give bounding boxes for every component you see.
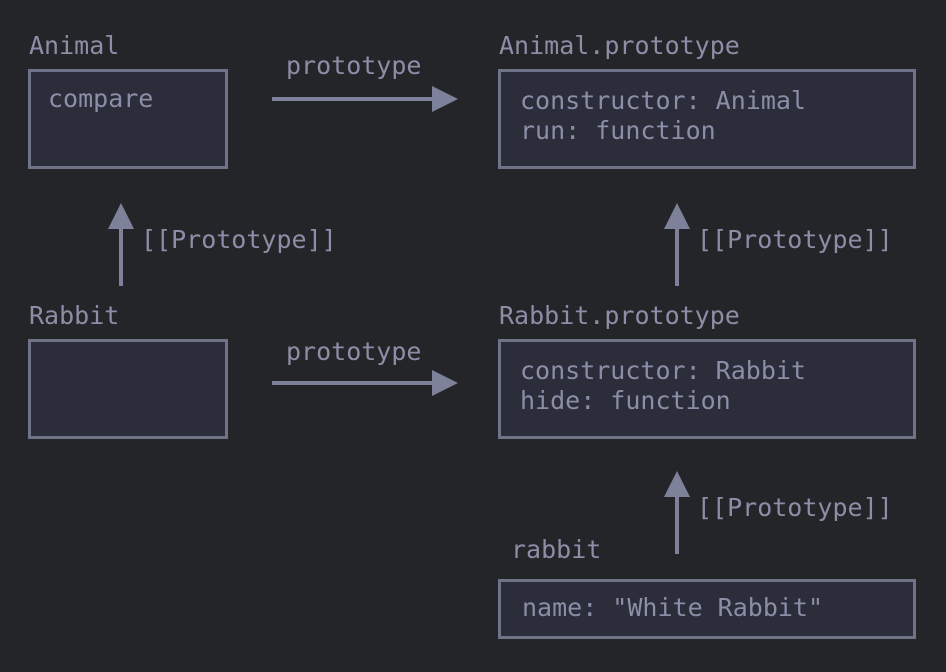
arrow-rabbit-prototype — [272, 370, 458, 396]
node-line-animal-compare: compare — [48, 84, 154, 113]
node-box-animal: compare — [28, 69, 228, 169]
node-line-animal-prototype-constructor: constructor: Animal — [520, 86, 806, 115]
arrow-rabbit-instance-to-rabbit-prototype — [664, 471, 690, 554]
node-box-rabbit-instance: name: "White Rabbit" — [498, 579, 916, 639]
node-title-rabbit-prototype: Rabbit.prototype — [499, 301, 740, 330]
node-title-rabbit-instance: rabbit — [511, 535, 602, 564]
edge-label-animal-prototype: prototype — [286, 51, 422, 80]
arrow-animal-prototype — [272, 86, 458, 112]
node-title-rabbit: Rabbit — [29, 301, 120, 330]
node-line-rabbit-prototype-constructor: constructor: Rabbit — [520, 356, 806, 385]
node-title-animal: Animal — [29, 31, 120, 60]
edge-label-rabbit-prototype-to-animal-prototype: [[Prototype]] — [697, 225, 893, 254]
edge-label-rabbit-prototype: prototype — [286, 337, 422, 366]
node-box-animal-prototype: constructor: Animal run: function — [498, 69, 916, 169]
node-line-rabbit-instance-name: name: "White Rabbit" — [522, 593, 824, 622]
node-title-animal-prototype: Animal.prototype — [499, 31, 740, 60]
arrow-rabbit-to-animal — [108, 203, 134, 286]
node-box-rabbit — [28, 339, 228, 439]
edge-label-rabbit-instance-to-rabbit-prototype: [[Prototype]] — [697, 493, 893, 522]
edge-label-rabbit-to-animal: [[Prototype]] — [141, 225, 337, 254]
node-line-rabbit-prototype-hide: hide: function — [520, 386, 731, 415]
node-box-rabbit-prototype: constructor: Rabbit hide: function — [498, 339, 916, 439]
arrow-rabbit-prototype-to-animal-prototype — [664, 203, 690, 286]
node-line-animal-prototype-run: run: function — [520, 116, 716, 145]
